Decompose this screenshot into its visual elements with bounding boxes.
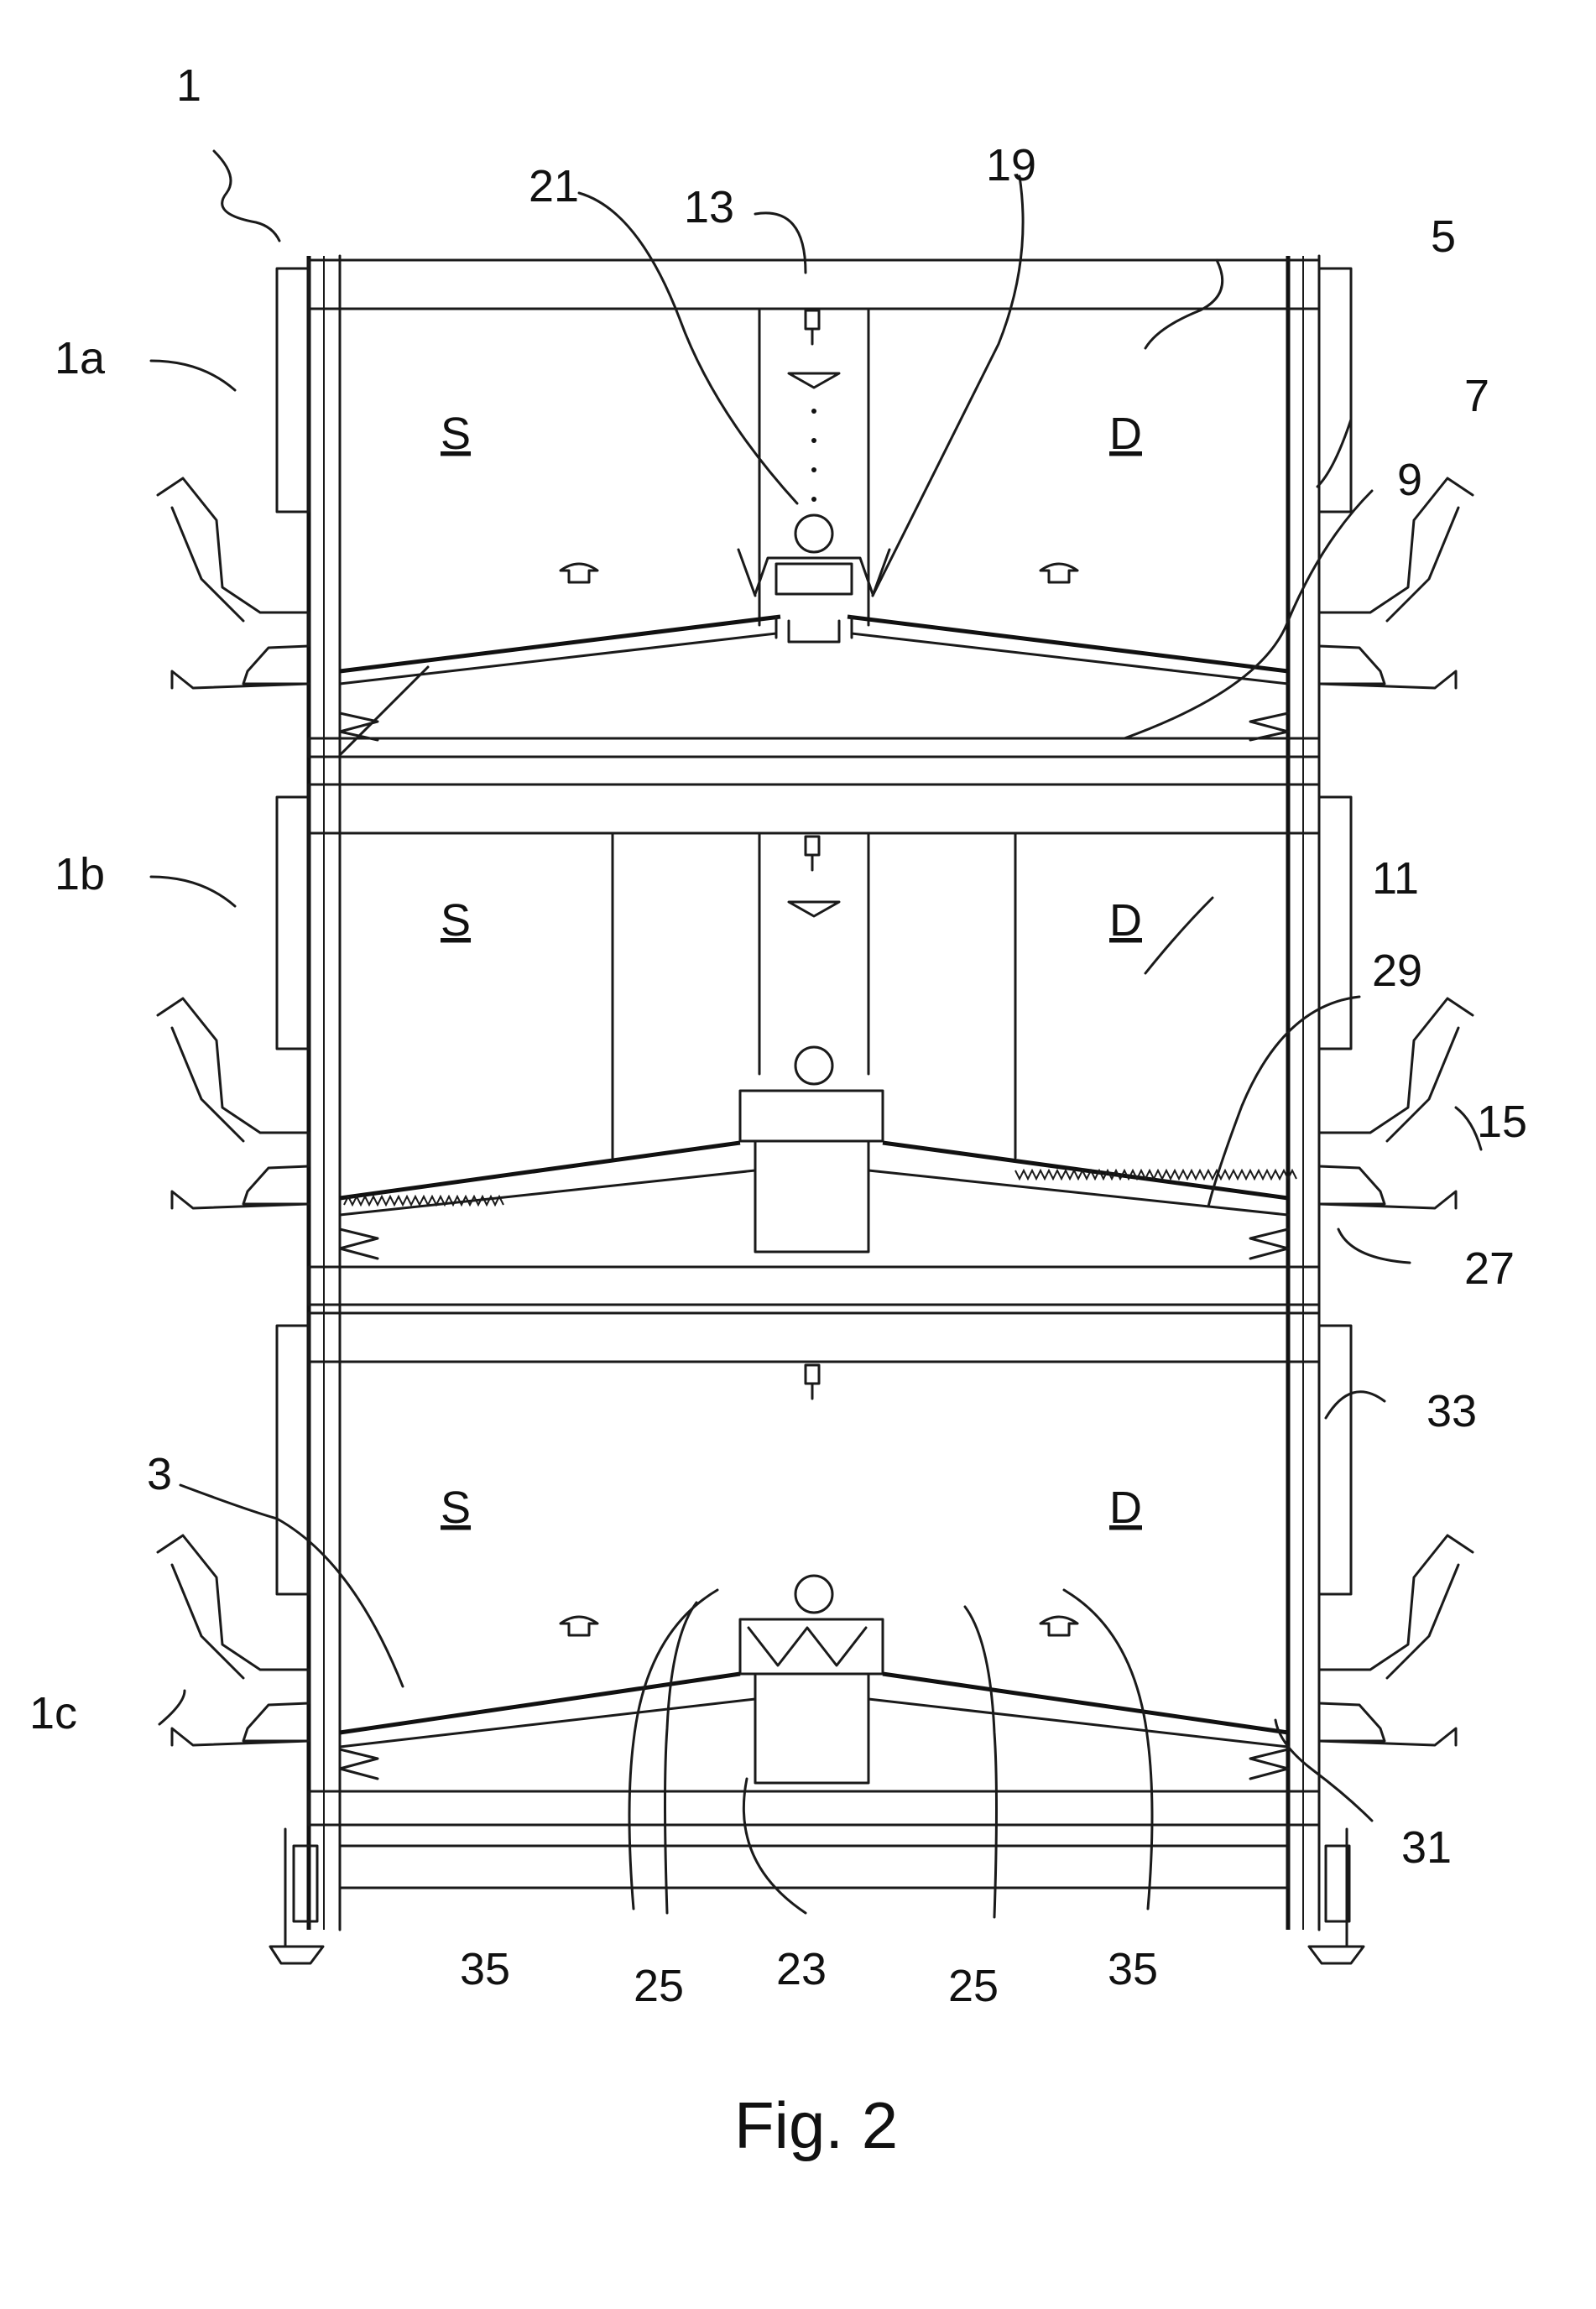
tier-1a [309,260,1319,757]
zone-s-1b: S [441,895,471,946]
ref-35-right: 35 [1108,1944,1158,1994]
frame-posts [309,256,1319,1930]
ref-15: 15 [1477,1097,1527,1147]
ref-11: 11 [1372,853,1419,904]
zone-d-1a: D [1109,409,1142,459]
ref-33: 33 [1426,1386,1477,1436]
ref-13: 13 [684,182,734,232]
ref-29: 29 [1372,946,1422,996]
ref-35-left: 35 [460,1944,510,1994]
zone-d-1b: D [1109,895,1142,946]
ref-3: 3 [147,1449,172,1499]
tier-1b [309,784,1319,1305]
ref-1a: 1a [55,333,106,383]
figure-caption: Fig. 2 [734,2088,898,2162]
ref-7: 7 [1464,371,1489,421]
ref-21: 21 [529,161,579,211]
ref-31: 31 [1401,1822,1452,1873]
ref-23: 23 [776,1944,827,1994]
zone-s-1a: S [441,409,471,459]
ref-1b: 1b [55,849,105,899]
ref-25-right: 25 [948,1961,999,2011]
ref-1c: 1c [29,1688,77,1738]
tier-1c [270,1313,1364,1963]
zone-s-1c: S [441,1483,471,1533]
ref-9: 9 [1397,455,1422,505]
ref-5: 5 [1431,211,1456,262]
ref-19: 19 [986,140,1036,190]
zone-d-1c: D [1109,1483,1142,1533]
ref-27: 27 [1464,1243,1515,1294]
leader-lines [151,151,1481,1917]
ref-1: 1 [176,60,201,111]
ref-25-left: 25 [634,1961,684,2011]
zone-labels: S D S D S D [441,409,1142,1533]
